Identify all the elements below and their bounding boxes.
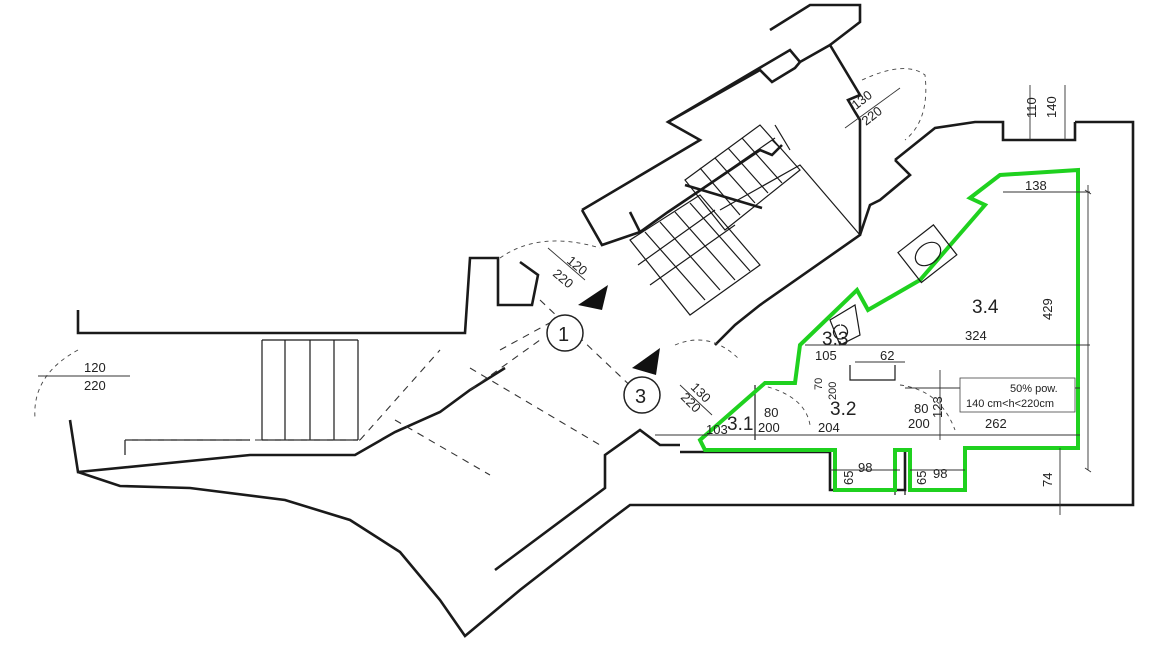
room-label-3-1: 3.1 — [727, 414, 753, 435]
dashed-guides — [125, 299, 641, 476]
note-line-1: 50% pow. — [1010, 383, 1058, 395]
room-labels: 3.4 3.3 3.2 3.1 — [727, 297, 999, 435]
door-labels: 120 220 120 220 130 220 130 220 110 140 — [38, 87, 1059, 415]
note-box — [959, 377, 1076, 413]
zone-marker-1: 1 — [546, 285, 608, 352]
dim-98-left: 98 — [858, 460, 872, 475]
room-label-3-4: 3.4 — [972, 297, 999, 318]
dim-62: 62 — [880, 348, 894, 363]
west-wing-top-wall — [76, 256, 540, 335]
west-wing-inner-lower — [124, 439, 250, 455]
dim-70: 70 — [813, 378, 825, 390]
marker-arrow-3 — [632, 348, 660, 375]
stair-block-left — [580, 209, 642, 247]
dim-65-left: 65 — [841, 471, 856, 485]
north-top-wall — [667, 61, 801, 124]
door-swing-north — [861, 68, 927, 141]
dim-103: 103 — [706, 422, 728, 437]
door-3-2-height: 200 — [908, 416, 930, 431]
dim-74: 74 — [1040, 473, 1055, 487]
stairs-north — [629, 124, 861, 316]
partition-3-2 — [849, 365, 896, 381]
corridor-inner-wall — [494, 428, 680, 572]
note-line-2: 140 cm<h<220cm — [966, 398, 1054, 410]
door-west-width: 120 — [84, 360, 106, 375]
zone-marker-3: 3 — [623, 348, 661, 414]
fixtures — [829, 224, 958, 346]
marker-label-1: 1 — [558, 324, 569, 346]
sink-fixture — [897, 224, 958, 284]
door-swing-hall — [499, 240, 601, 259]
toilet-fixture — [829, 304, 861, 346]
west-wing-bottom-wall — [68, 366, 506, 474]
window-opening — [1002, 122, 1076, 140]
door-swing-3-2 — [899, 384, 956, 431]
dim-324: 324 — [965, 328, 987, 343]
door-west-height: 220 — [84, 378, 106, 393]
south-outer-wall — [77, 120, 1135, 638]
dim-105: 105 — [815, 348, 837, 363]
highlighted-area-outline — [697, 167, 1080, 492]
dim-138: 138 — [1025, 178, 1047, 193]
window-dim-b: 140 — [1044, 96, 1059, 118]
door-swing-west — [34, 349, 79, 419]
dimension-labels: 138 429 324 105 62 262 204 103 98 98 65 … — [706, 178, 1055, 487]
dim-262: 262 — [985, 416, 1007, 431]
height-note: 50% pow. 140 cm<h<220cm — [959, 377, 1076, 413]
window-dim-a: 110 — [1024, 97, 1039, 118]
door-3-1-height: 200 — [758, 420, 780, 435]
marker-arrow-1 — [578, 285, 608, 310]
east-room-west-wall — [858, 159, 912, 236]
marker-label-3: 3 — [635, 386, 646, 408]
door-swing-3-1 — [759, 384, 811, 426]
sink-basin — [914, 241, 942, 267]
door-swings — [34, 68, 956, 431]
stairs-west — [261, 339, 359, 441]
dim-200-vertical: 200 — [827, 382, 839, 400]
dim-65-right: 65 — [914, 471, 929, 485]
east-upper-wall — [894, 120, 1077, 162]
dim-429: 429 — [1040, 298, 1055, 320]
dim-123: 123 — [930, 396, 945, 418]
walls — [68, 3, 1135, 638]
room-label-3-3: 3.3 — [822, 329, 848, 350]
dim-98-right: 98 — [933, 466, 947, 481]
north-far-wall — [769, 3, 862, 47]
door-swing-mid — [674, 339, 741, 361]
marker-circle-1 — [546, 314, 584, 352]
door-3-2-width: 80 — [914, 401, 928, 416]
dim-204: 204 — [818, 420, 840, 435]
marker-circle-3 — [623, 376, 661, 414]
door-3-1-width: 80 — [764, 405, 778, 420]
room-label-3-2: 3.2 — [830, 399, 856, 420]
north-upper-wall — [639, 144, 783, 234]
